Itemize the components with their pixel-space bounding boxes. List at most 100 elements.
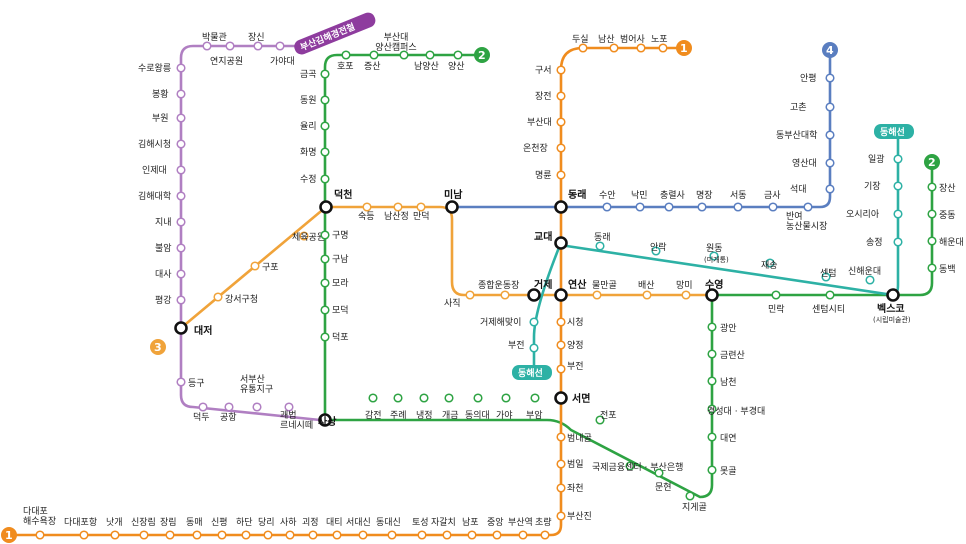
station-geoje[interactable] (527, 288, 541, 302)
station-gimhae-14[interactable] (284, 402, 294, 412)
station-l2_main-13[interactable] (707, 404, 717, 414)
station-l1-28[interactable] (556, 143, 566, 153)
station-donghae-10[interactable] (893, 209, 903, 219)
station-l2_west-12[interactable] (320, 278, 330, 288)
station-l1-20[interactable] (556, 511, 566, 521)
station-l1-10[interactable] (308, 530, 318, 540)
station-l3-6[interactable] (465, 290, 475, 300)
station-l3-0[interactable] (250, 261, 260, 271)
station-gimhae-4[interactable] (176, 165, 186, 175)
station-l2_west-2[interactable] (399, 50, 409, 60)
station-l3-1[interactable] (213, 292, 223, 302)
station-l4-4[interactable] (733, 202, 743, 212)
station-l2_west-8[interactable] (320, 147, 330, 157)
station-l1-33[interactable] (609, 43, 619, 53)
station-l1-15[interactable] (442, 530, 452, 540)
station-l1-11[interactable] (332, 530, 342, 540)
station-l3-8[interactable] (592, 290, 602, 300)
station-l2_main-19[interactable] (927, 182, 937, 192)
station-gimhae-3[interactable] (176, 139, 186, 149)
station-l1-14[interactable] (417, 530, 427, 540)
station-l2_main-17[interactable] (771, 290, 781, 300)
station-l4-1[interactable] (635, 202, 645, 212)
station-l2_west-7[interactable] (320, 121, 330, 131)
station-l2_main-20[interactable] (927, 209, 937, 219)
station-l3-5[interactable] (416, 202, 426, 212)
station-l1-34[interactable] (636, 43, 646, 53)
station-l2_main-1[interactable] (393, 393, 403, 403)
station-gimhae-12[interactable] (224, 402, 234, 412)
station-l3-3[interactable] (362, 202, 372, 212)
station-l2_west-3[interactable] (425, 50, 435, 60)
station-l1-23[interactable] (556, 432, 566, 442)
station-l2_main-3[interactable] (444, 393, 454, 403)
station-l2_main-16[interactable] (707, 322, 717, 332)
station-donghae-0[interactable] (529, 343, 539, 353)
station-gimhae-17[interactable] (253, 41, 263, 51)
station-l2_main-14[interactable] (707, 376, 717, 386)
station-l1-0[interactable] (35, 530, 45, 540)
station-l2_west-1[interactable] (369, 50, 379, 60)
station-l1-4[interactable] (165, 530, 175, 540)
station-l1-31[interactable] (556, 65, 566, 75)
station-l1-35[interactable] (658, 43, 668, 53)
station-gimhae-16[interactable] (225, 41, 235, 51)
station-l1-18[interactable] (518, 530, 528, 540)
station-l2_west-4[interactable] (453, 50, 463, 60)
station-minam[interactable] (445, 200, 459, 214)
station-gimhae-0[interactable] (176, 63, 186, 73)
station-l3-4[interactable] (393, 202, 403, 212)
station-l1-27[interactable] (556, 170, 566, 180)
station-donghae-3[interactable] (651, 246, 661, 256)
station-l2_main-12[interactable] (707, 432, 717, 442)
station-gimhae-5[interactable] (176, 191, 186, 201)
station-donghae-9[interactable] (893, 237, 903, 247)
station-l2_main-2[interactable] (419, 393, 429, 403)
station-deokcheon[interactable] (319, 200, 333, 214)
station-l4-11[interactable] (825, 73, 835, 83)
station-l1-16[interactable] (467, 530, 477, 540)
station-gimhae-1[interactable] (176, 89, 186, 99)
station-gimhae-10[interactable] (176, 377, 186, 387)
station-gimhae-7[interactable] (176, 243, 186, 253)
station-gimhae-8[interactable] (176, 269, 186, 279)
station-donghae-2[interactable] (595, 241, 605, 251)
station-l3-9[interactable] (642, 290, 652, 300)
station-l2_west-11[interactable] (320, 254, 330, 264)
station-l1-26[interactable] (556, 317, 566, 327)
station-l1-24[interactable] (556, 364, 566, 374)
station-daeje[interactable] (174, 321, 188, 335)
station-l3-7[interactable] (500, 290, 510, 300)
station-l1-21[interactable] (556, 483, 566, 493)
station-l2_main-22[interactable] (927, 263, 937, 273)
station-suyeong[interactable] (705, 288, 719, 302)
station-gimhae-18[interactable] (275, 41, 285, 51)
station-donghae-6[interactable] (765, 258, 775, 268)
station-l2_main-18[interactable] (825, 290, 835, 300)
station-l2_main-9[interactable] (654, 468, 664, 478)
station-donghae-8[interactable] (865, 275, 875, 285)
station-l2_main-10[interactable] (685, 491, 695, 501)
station-l2_main-11[interactable] (707, 465, 717, 475)
station-l4-10[interactable] (825, 102, 835, 112)
station-l3-10[interactable] (681, 290, 691, 300)
station-l4-9[interactable] (825, 130, 835, 140)
station-l2_west-6[interactable] (320, 95, 330, 105)
station-l1-13[interactable] (387, 530, 397, 540)
station-l1-3[interactable] (139, 530, 149, 540)
station-l1-6[interactable] (217, 530, 227, 540)
station-gimhae-9[interactable] (176, 295, 186, 305)
station-l4-0[interactable] (602, 202, 612, 212)
station-l2_main-15[interactable] (707, 349, 717, 359)
station-l1-8[interactable] (263, 530, 273, 540)
station-l1-22[interactable] (556, 459, 566, 469)
station-l4-2[interactable] (664, 202, 674, 212)
station-donghae-4[interactable] (709, 251, 719, 261)
station-l1-25[interactable] (556, 340, 566, 350)
station-seomyeon[interactable] (554, 391, 568, 405)
station-gimhae-11[interactable] (198, 402, 208, 412)
station-donghae-12[interactable] (893, 154, 903, 164)
station-l2_west-13[interactable] (320, 305, 330, 315)
station-l2_west-14[interactable] (320, 332, 330, 342)
station-l1-17[interactable] (492, 530, 502, 540)
